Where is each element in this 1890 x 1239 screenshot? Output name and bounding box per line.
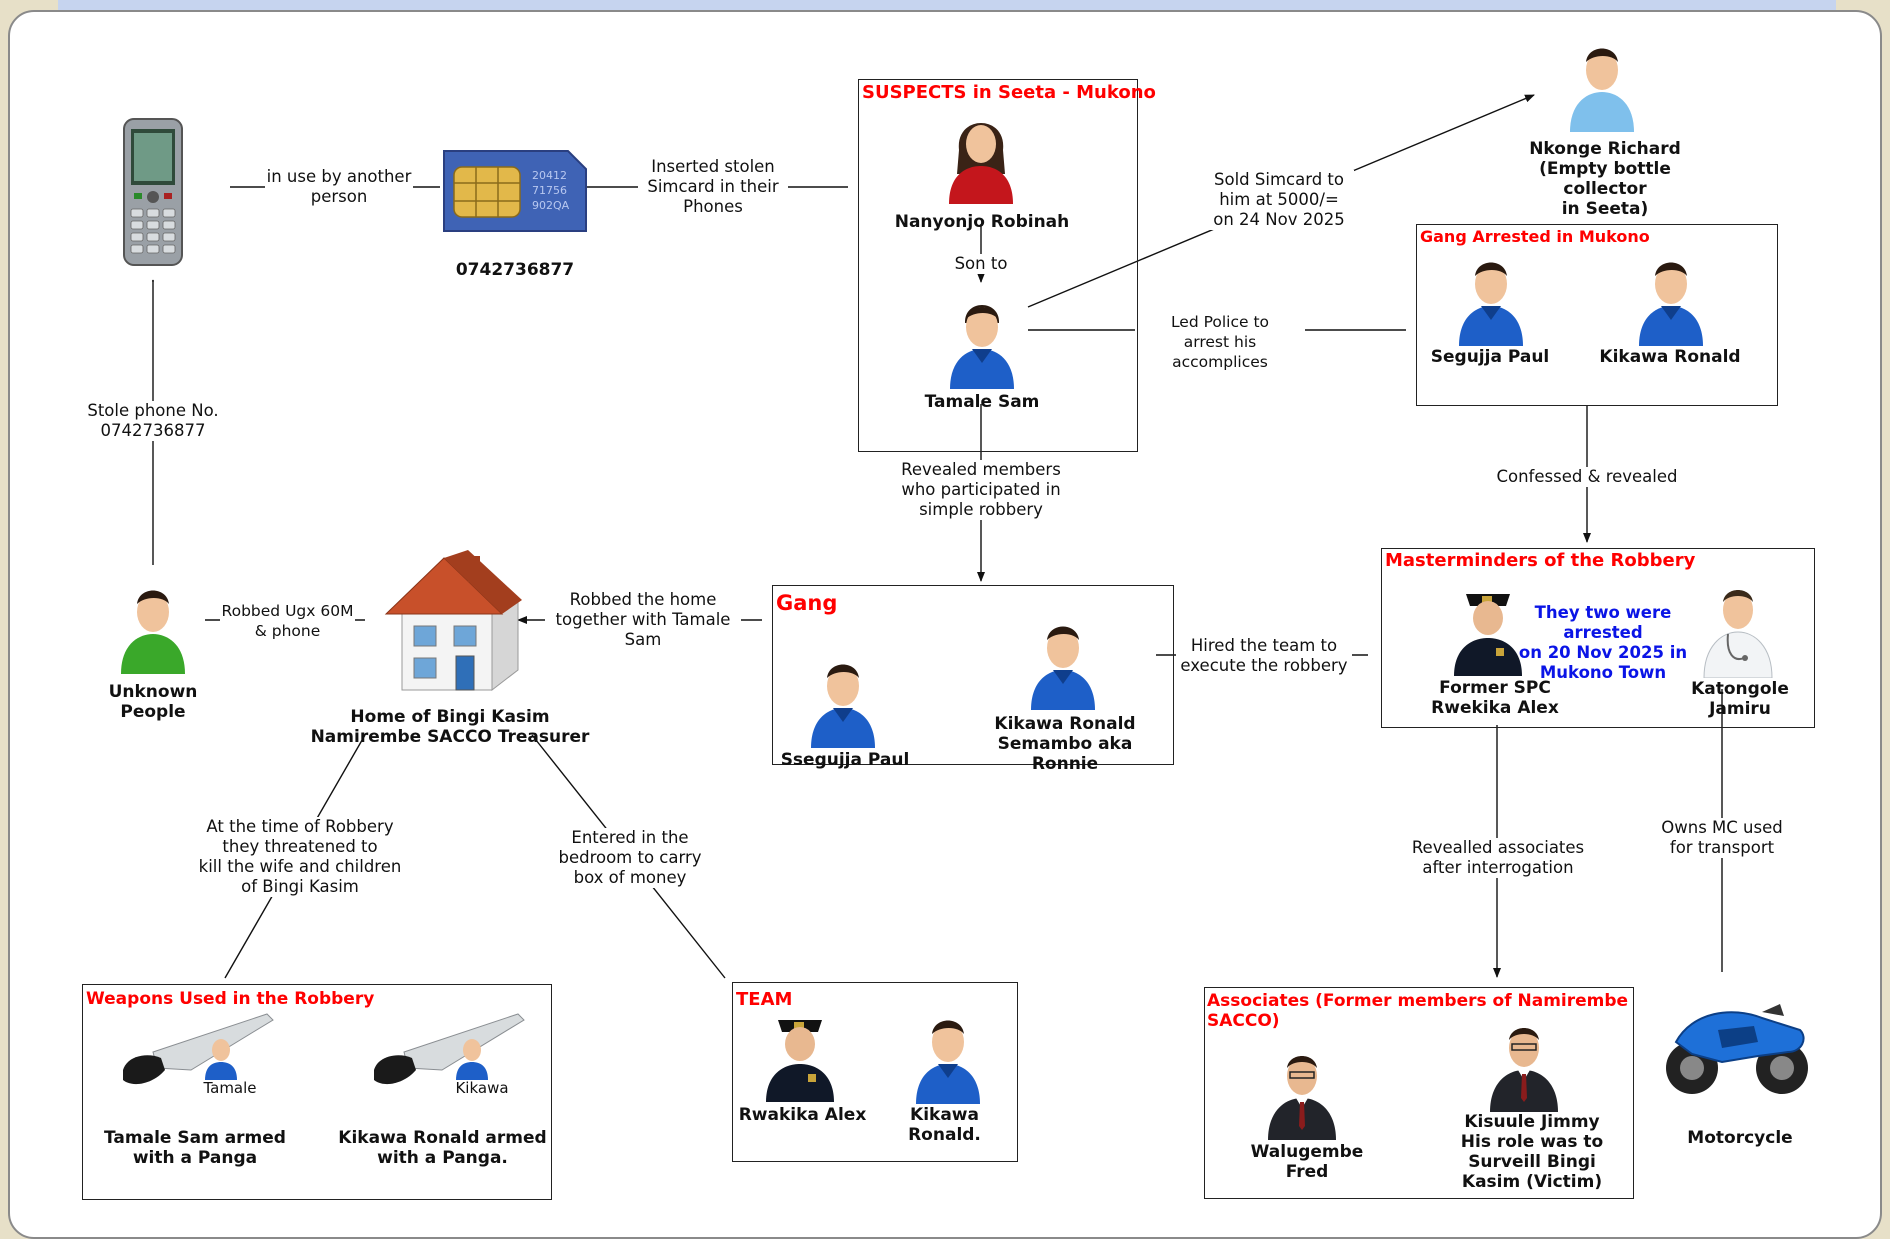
- mobile-phone-icon: [122, 117, 184, 271]
- knife-2-tag: Kikawa: [455, 1079, 509, 1097]
- edge-label-threatened: At the time of Robbery they threatened t…: [190, 817, 410, 897]
- edge-label-led-police: Led Police to arrest his accomplices: [1135, 312, 1305, 372]
- arrested-p1-name: Segujja Paul: [1430, 347, 1550, 367]
- edge-label-owns-mc: Owns MC used for transport: [1642, 818, 1802, 858]
- edge-label-sold: Sold Simcard to him at 5000/= on 24 Nov …: [1204, 170, 1354, 230]
- knife-icon: [117, 1008, 277, 1094]
- team-title: TEAM: [736, 989, 793, 1010]
- team-box: [732, 982, 1018, 1162]
- masterminds-p1-name: Former SPC Rwekika Alex: [1431, 678, 1559, 718]
- sim-number: 0742736877: [455, 260, 575, 280]
- police-officer-icon: [760, 1002, 840, 1106]
- gang-title: Gang: [776, 591, 838, 615]
- woman-avatar-icon: [945, 104, 1017, 208]
- associates-box: [1204, 987, 1634, 1199]
- gang-arrested-title: Gang Arrested in Mukono: [1420, 227, 1650, 246]
- masterminds-title: Masterminders of the Robbery: [1385, 550, 1696, 571]
- diagram-canvas: in use by another person Inserted stolen…: [8, 10, 1882, 1239]
- tamale-name: Tamale Sam: [924, 392, 1040, 412]
- suspects-box: [858, 79, 1138, 452]
- house-icon: [372, 548, 522, 702]
- man-avatar-icon: [1635, 246, 1707, 350]
- man-avatar-icon: [1027, 610, 1099, 714]
- associates-title: Associates (Former members of Namirembe …: [1207, 991, 1629, 1031]
- edge-label-confessed: Confessed & revealed: [1492, 467, 1682, 487]
- gang-arrested-box: [1416, 224, 1778, 406]
- team-p1-name: Rwakika Alex: [738, 1105, 867, 1125]
- edge-label-entered: Entered in the bedroom to carry box of m…: [550, 828, 710, 888]
- businessman-icon: [1264, 1040, 1340, 1144]
- sim-card-icon: 20412 71756 902QA: [440, 147, 590, 239]
- man-avatar-icon: [946, 289, 1018, 393]
- man-avatar-icon: [1455, 246, 1527, 350]
- weapons-title: Weapons Used in the Robbery: [86, 989, 375, 1009]
- edge-label-robbed-home: Robbed the home together with Tamale Sam: [545, 590, 741, 650]
- businessman-icon: [1486, 1012, 1562, 1116]
- police-officer-icon: [1448, 576, 1528, 680]
- gang-p2-name: Kikawa Ronald Semambo aka Ronnie: [994, 714, 1136, 774]
- top-bar: [58, 0, 1836, 12]
- team-p2-name: Kikawa Ronald.: [908, 1105, 981, 1145]
- home-label: Home of Bingi Kasim Namirembe SACCO Trea…: [310, 707, 590, 747]
- phone-caption: .: [150, 267, 156, 286]
- knife-1-tag: Tamale: [203, 1079, 257, 1097]
- man-avatar-icon: [1566, 32, 1638, 136]
- edge-label-hired: Hired the team to execute the robbery: [1176, 636, 1352, 676]
- weapon-1-label: Tamale Sam armed with a Panga: [104, 1128, 286, 1168]
- nanyonjo-name: Nanyonjo Robinah: [894, 212, 1070, 232]
- motorcycle-label: Motorcycle: [1687, 1128, 1793, 1148]
- gang-p1-name: Ssegujja Paul: [780, 750, 910, 770]
- arrested-p2-name: Kikawa Ronald: [1599, 347, 1741, 367]
- masterminds-note: They two were arrested on 20 Nov 2025 in…: [1518, 603, 1688, 682]
- weapons-box: [82, 984, 552, 1200]
- edge-label-stole: Stole phone No. 0742736877: [78, 401, 228, 441]
- man-green-shirt-icon: [117, 574, 189, 678]
- edge-label-in-use: in use by another person: [265, 167, 413, 207]
- knife-icon: [368, 1008, 528, 1094]
- associates-p2-name: Kisuule Jimmy His role was to Surveill B…: [1460, 1112, 1604, 1192]
- edge-label-revealed: Revealed members who participated in sim…: [890, 460, 1072, 520]
- man-avatar-icon: [807, 648, 879, 752]
- edge-label-revealled-assoc: Revealled associates after interrogation: [1400, 838, 1596, 878]
- svg-text:20412: 20412: [532, 169, 567, 182]
- suspects-title: SUSPECTS in Seeta - Mukono: [862, 82, 1156, 103]
- weapon-2-label: Kikawa Ronald armed with a Panga.: [338, 1128, 547, 1168]
- son-to-label: Son to: [941, 254, 1021, 274]
- doctor-icon: [1700, 574, 1776, 682]
- unknown-label: Unknown People: [108, 682, 198, 722]
- masterminds-box: [1381, 548, 1815, 728]
- svg-text:71756: 71756: [532, 184, 567, 197]
- masterminds-p2-name: Katongole Jamiru: [1691, 679, 1789, 719]
- edge-label-robbed-ugx: Robbed Ugx 60M & phone: [220, 601, 355, 641]
- svg-text:902QA: 902QA: [532, 199, 570, 212]
- man-avatar-icon: [912, 1004, 984, 1108]
- associates-p1-name: Walugembe Fred: [1250, 1142, 1364, 1182]
- edge-label-inserted: Inserted stolen Simcard in their Phones: [638, 157, 788, 217]
- motorcycle-icon: [1662, 982, 1812, 1106]
- nkonge-name: Nkonge Richard (Empty bottle collector i…: [1529, 139, 1681, 219]
- gang-box: [772, 585, 1174, 765]
